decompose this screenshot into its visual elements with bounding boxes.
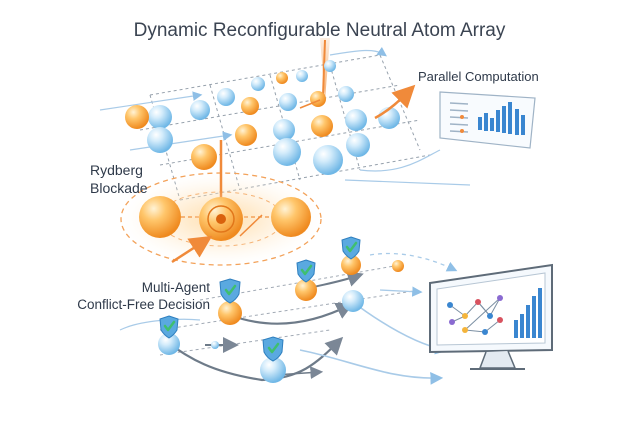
rydberg-blockade-zone [120,140,322,266]
arrow-icon [374,84,416,120]
parallel-computation-label: Parallel Computation [418,69,539,84]
bar-chart-icon [478,102,525,135]
lower-grid [159,264,421,356]
multi-agent-label-line2: Conflict-Free Decision [77,296,210,312]
monitor-bar-chart [514,288,542,338]
shield-check-icon [159,236,361,362]
rydberg-label-line1: Rydberg [90,162,143,178]
multi-agent-label-line1: Multi-Agent [141,280,210,295]
upper-flow-lines [99,46,471,186]
diagram-title: Dynamic Reconfigurable Neutral Atom Arra… [133,20,506,41]
upper-atom-array [125,60,400,175]
parallel-computation-panel [439,91,536,149]
monitor-icon [429,263,553,370]
lower-atoms [158,255,404,383]
agent-paths [119,252,458,385]
multi-agent-label: Multi-Agent Conflict-Free Decision [62,280,210,314]
rydberg-blockade-label: Rydberg Blockade [90,162,148,197]
rydberg-label-line2: Blockade [90,179,148,196]
